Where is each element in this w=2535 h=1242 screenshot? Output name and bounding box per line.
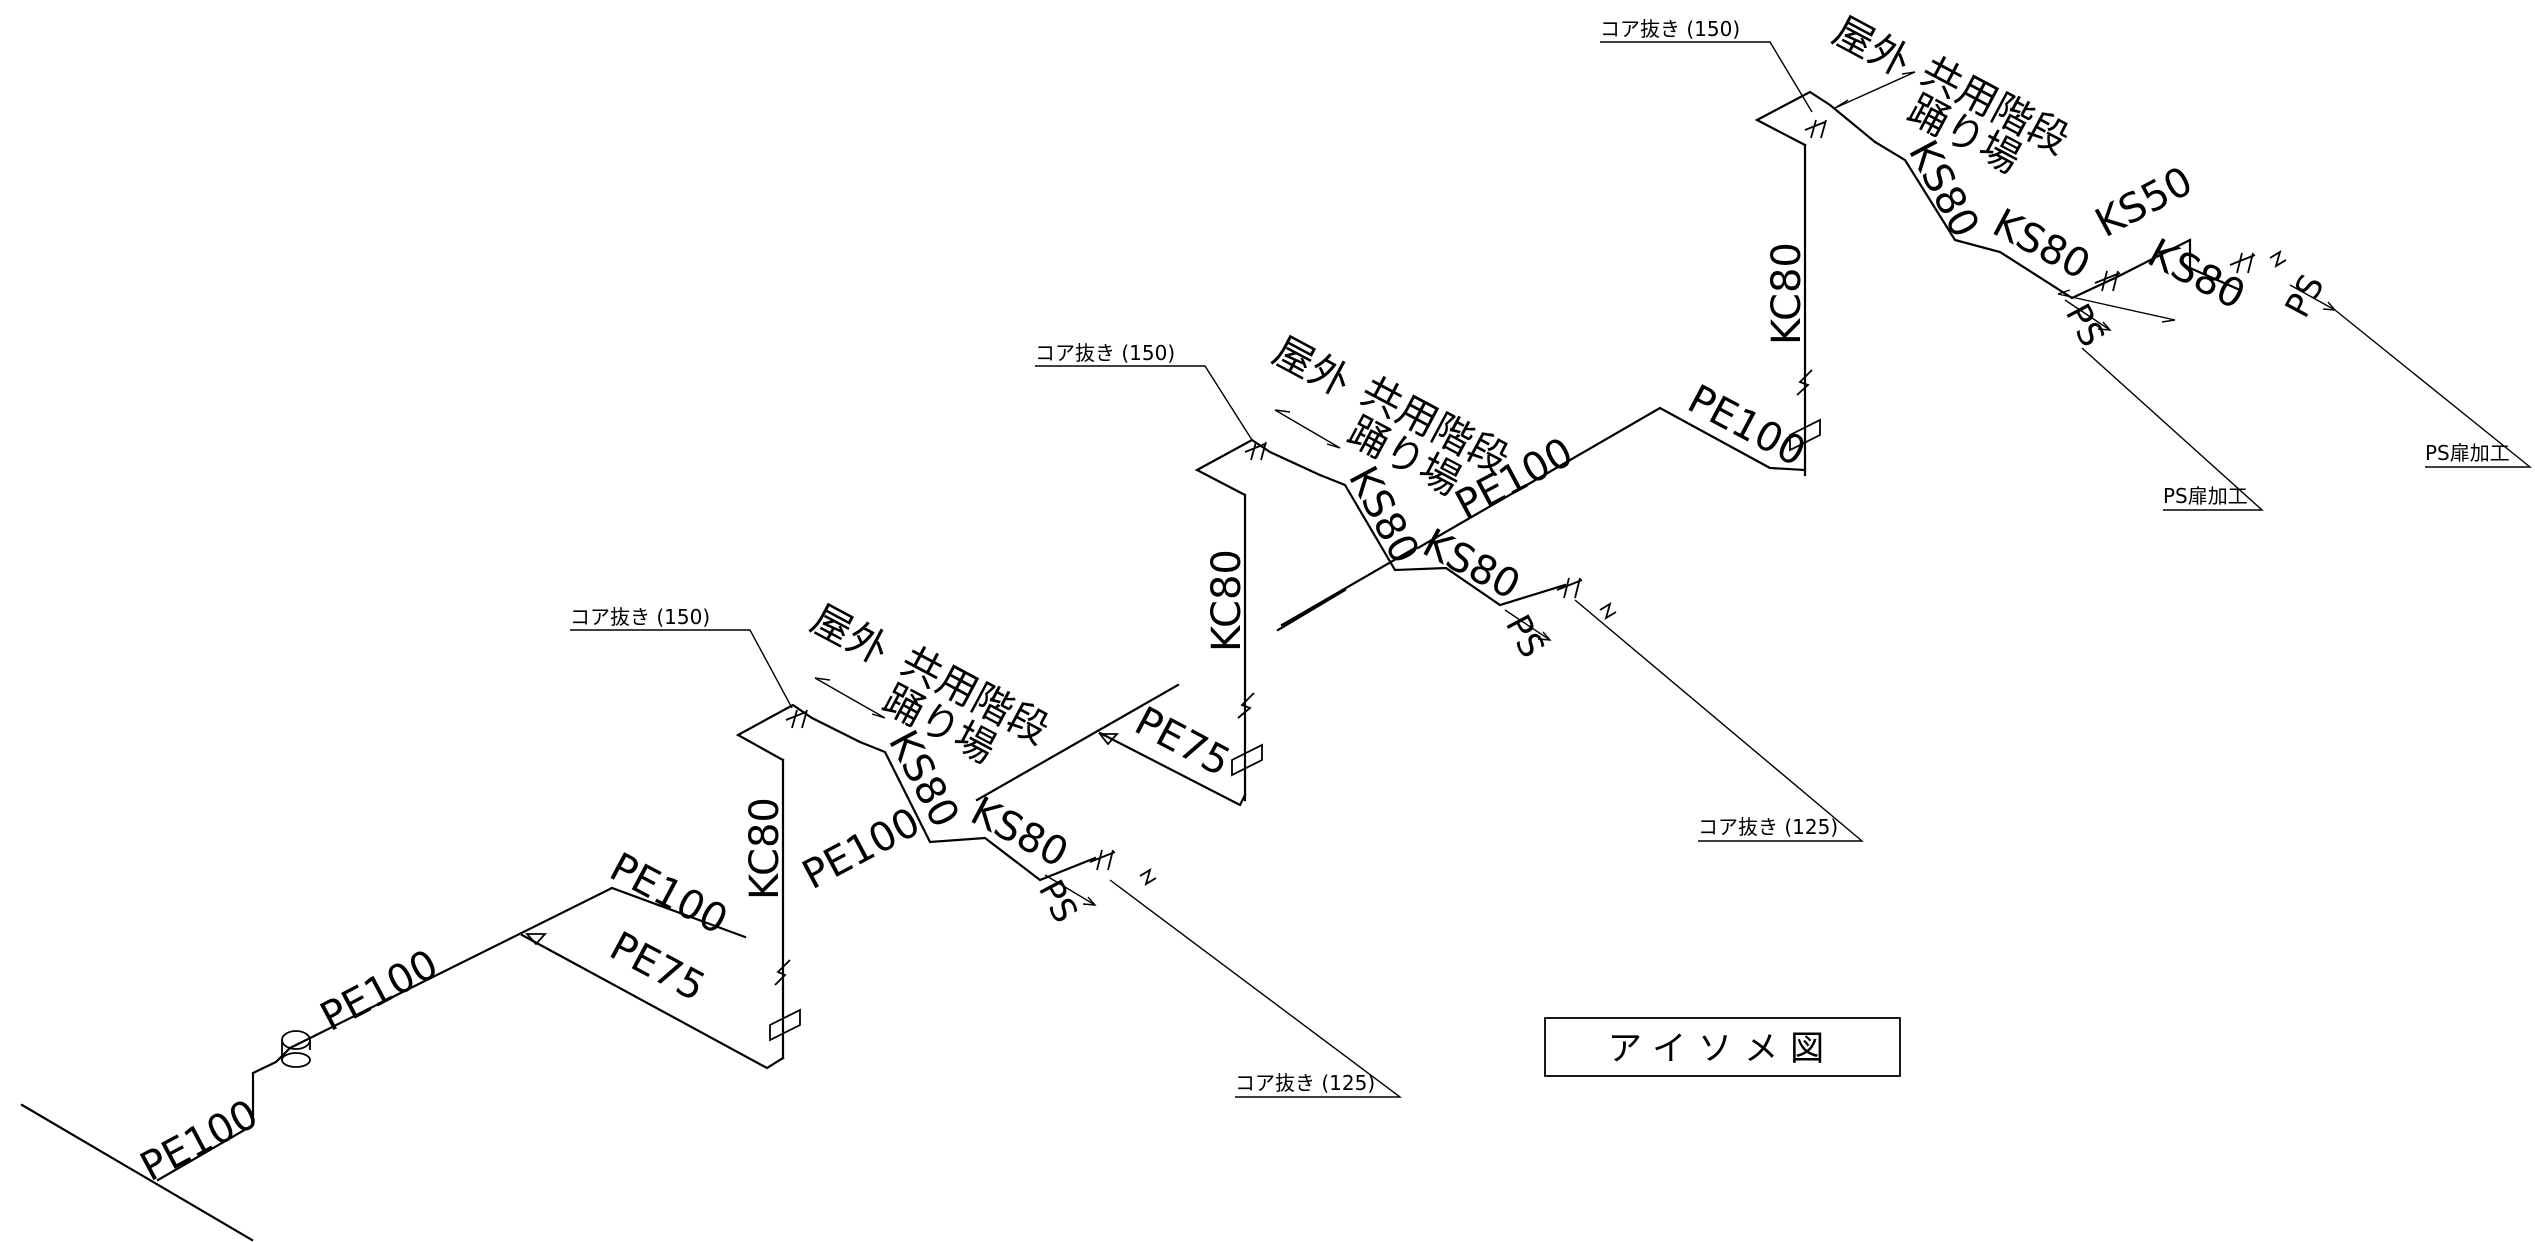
boundary-arrow-icon [1834, 71, 1916, 109]
label-ps: PS [1497, 608, 1552, 664]
boundary-arrow-icon [1274, 409, 1341, 449]
area-label-outdoor: 屋外 [803, 596, 895, 674]
drawing-title-box: アイソメ図 [1544, 1017, 1901, 1077]
sleeve-symbol [1804, 119, 1827, 139]
sleeve-symbol [1556, 577, 1617, 620]
label-ps: PS [2057, 297, 2112, 353]
label-pe75: PE75 [1127, 698, 1237, 786]
sleeve-symbol [1089, 849, 1157, 886]
boundary-arrow-icon [2057, 289, 2176, 323]
label-ks80: KS80 [1415, 520, 1527, 609]
riser-support-3 [1789, 369, 1821, 452]
main-sewer-line [20, 1103, 254, 1242]
note-ps-door: PS扉加工 [2163, 484, 2248, 508]
label-kc80: KC80 [1204, 549, 1250, 652]
callout-notes: コア抜き (150) コア抜き (150) コア抜き (150) コア抜き (1… [570, 17, 2532, 1098]
pipe-network [156, 90, 2242, 1182]
sleeve-symbol [785, 709, 808, 729]
note-ps-door: PS扉加工 [2425, 441, 2510, 465]
label-ks80: KS80 [2140, 230, 2252, 319]
ps-arrow-icon [1044, 874, 1097, 906]
note-core-150: コア抜き (150) [1600, 17, 1740, 41]
cleanout-symbol [281, 1030, 311, 1068]
label-ps: PS [2278, 268, 2333, 324]
area-label-outdoor: 屋外 [1265, 328, 1357, 406]
drawing-title: アイソメ図 [1608, 1029, 1836, 1069]
sleeve-symbol [2094, 270, 2121, 292]
sleeve-symbol [1244, 441, 1267, 461]
label-kc80: KC80 [1764, 242, 1810, 345]
label-ks80: KS80 [1985, 200, 2097, 289]
pipe-size-labels: PE100 PE100 PE100 PE75 KC80 PE100 KS80 K… [133, 133, 2333, 1191]
flow-arrow-icon [1098, 733, 1120, 746]
label-pe75: PE75 [602, 923, 712, 1011]
label-ps: PS [1030, 873, 1085, 929]
area-label-outdoor: 屋外 [1825, 8, 1917, 86]
label-pe100: PE100 [133, 1091, 266, 1191]
riser-support-1 [769, 959, 801, 1042]
riser-support-2 [1231, 692, 1263, 777]
note-core-125: コア抜き (125) [1698, 815, 1838, 839]
ps-arrow-icon [2064, 299, 2112, 331]
note-core-150: コア抜き (150) [1035, 341, 1175, 365]
sleeve-symbol [2229, 250, 2287, 274]
boundary-arrow-icon [814, 677, 886, 719]
note-core-150: コア抜き (150) [570, 605, 710, 629]
label-pe100: PE100 [795, 799, 928, 899]
label-pe100: PE100 [1680, 376, 1813, 476]
label-kc80: KC80 [742, 797, 788, 900]
flow-arrow-icon [524, 933, 548, 946]
label-pe100: PE100 [313, 941, 446, 1041]
label-ks50: KS50 [2088, 158, 2200, 247]
note-core-125: コア抜き (125) [1235, 1071, 1375, 1095]
ps-arrow-icon [1504, 609, 1552, 641]
pipe-symbols [281, 71, 2337, 1068]
